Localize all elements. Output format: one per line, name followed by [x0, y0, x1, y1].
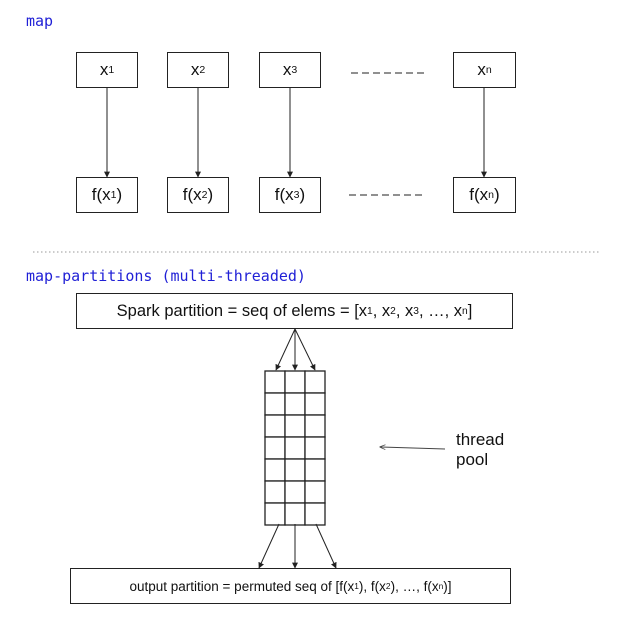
thread-slot	[264, 414, 286, 438]
partition-item-sub: 1	[367, 305, 373, 317]
output-separator: , …,	[395, 578, 424, 594]
partition-item-base: x	[453, 301, 463, 320]
thread-slot	[264, 370, 286, 394]
input-base: x	[190, 60, 200, 79]
output-prefix: f(x	[91, 185, 111, 204]
input-sub: 1	[108, 64, 115, 76]
output-partition-suffix: ]	[447, 578, 452, 594]
thread-slot	[304, 502, 326, 526]
output-partition-box: output partition = permuted seq of [ f(x…	[70, 568, 511, 604]
input-base: x	[99, 60, 109, 79]
input-base: x	[477, 60, 486, 79]
partition-item-base: x	[381, 301, 391, 320]
output-item-post: )	[390, 578, 396, 594]
output-item-pre: f(x	[339, 578, 355, 594]
thread-slot	[264, 480, 286, 504]
thread-slot	[304, 370, 326, 394]
thread-pool-label-line1: thread	[456, 430, 505, 449]
input-base: x	[282, 60, 292, 79]
thread-slot	[284, 480, 306, 504]
output-item-sub: n	[438, 581, 444, 591]
fanout-arrow-left	[275, 328, 296, 371]
output-suffix: )	[299, 185, 306, 204]
output-suffix: )	[116, 185, 123, 204]
input-sub: 3	[291, 64, 298, 76]
output-item-sub: 1	[354, 581, 359, 591]
thread-slot	[284, 458, 306, 482]
output-item-post: )	[443, 578, 448, 594]
thread-pool-pointer-arrow	[380, 447, 446, 449]
output-sub: 2	[201, 189, 208, 201]
thread-slot	[284, 502, 306, 526]
output-item-post: )	[358, 578, 364, 594]
thread-pool-label-line2: pool	[456, 450, 489, 469]
output-sub: 3	[293, 189, 300, 201]
thread-slot	[264, 392, 286, 416]
fanout-arrow-right	[294, 328, 316, 371]
map-section-title: map	[26, 12, 54, 30]
thread-slot	[304, 480, 326, 504]
thread-pool-grid	[264, 370, 326, 526]
output-item-pre: f(x	[370, 578, 386, 594]
output-suffix: )	[207, 185, 214, 204]
thread-slot	[304, 436, 326, 460]
partition-item-sub: n	[462, 305, 468, 317]
partition-separator: ,	[372, 301, 382, 320]
input-sub: n	[485, 64, 492, 76]
output-item-pre: f(x	[423, 578, 439, 594]
thread-slot	[284, 392, 306, 416]
output-partition-prefix: output partition = permuted seq of [	[129, 578, 340, 594]
thread-slot	[304, 458, 326, 482]
output-suffix: )	[494, 185, 500, 204]
partition-item-sub: 3	[413, 305, 419, 317]
output-separator: ,	[363, 578, 371, 594]
output-sub: 1	[110, 189, 117, 201]
thread-pool-label: thread pool	[456, 430, 504, 470]
partition-separator: , …,	[418, 301, 454, 320]
thread-slot	[264, 502, 286, 526]
thread-slot	[264, 458, 286, 482]
output-item-sub: 2	[385, 581, 391, 591]
partition-item-base: x	[405, 301, 414, 320]
partition-item-base: x	[358, 301, 368, 320]
fanin-arrow-right	[315, 523, 337, 569]
input-sub: 2	[199, 64, 206, 76]
partition-prefix: Spark partition = seq of elems = [	[116, 301, 359, 320]
fanin-arrow-left	[258, 523, 280, 569]
thread-slot	[304, 414, 326, 438]
thread-slot	[264, 436, 286, 460]
output-prefix: f(x	[274, 185, 294, 204]
output-prefix: f(x	[182, 185, 202, 204]
thread-slot	[284, 370, 306, 394]
partition-separator: ,	[395, 301, 406, 320]
thread-slot	[284, 436, 306, 460]
thread-slot	[304, 392, 326, 416]
output-prefix: f(x	[469, 185, 489, 204]
partition-suffix: ]	[467, 301, 473, 320]
partition-item-sub: 2	[390, 305, 396, 317]
output-sub: n	[488, 189, 495, 201]
map-partitions-section-title: map-partitions (multi-threaded)	[26, 267, 306, 285]
thread-slot	[284, 414, 306, 438]
